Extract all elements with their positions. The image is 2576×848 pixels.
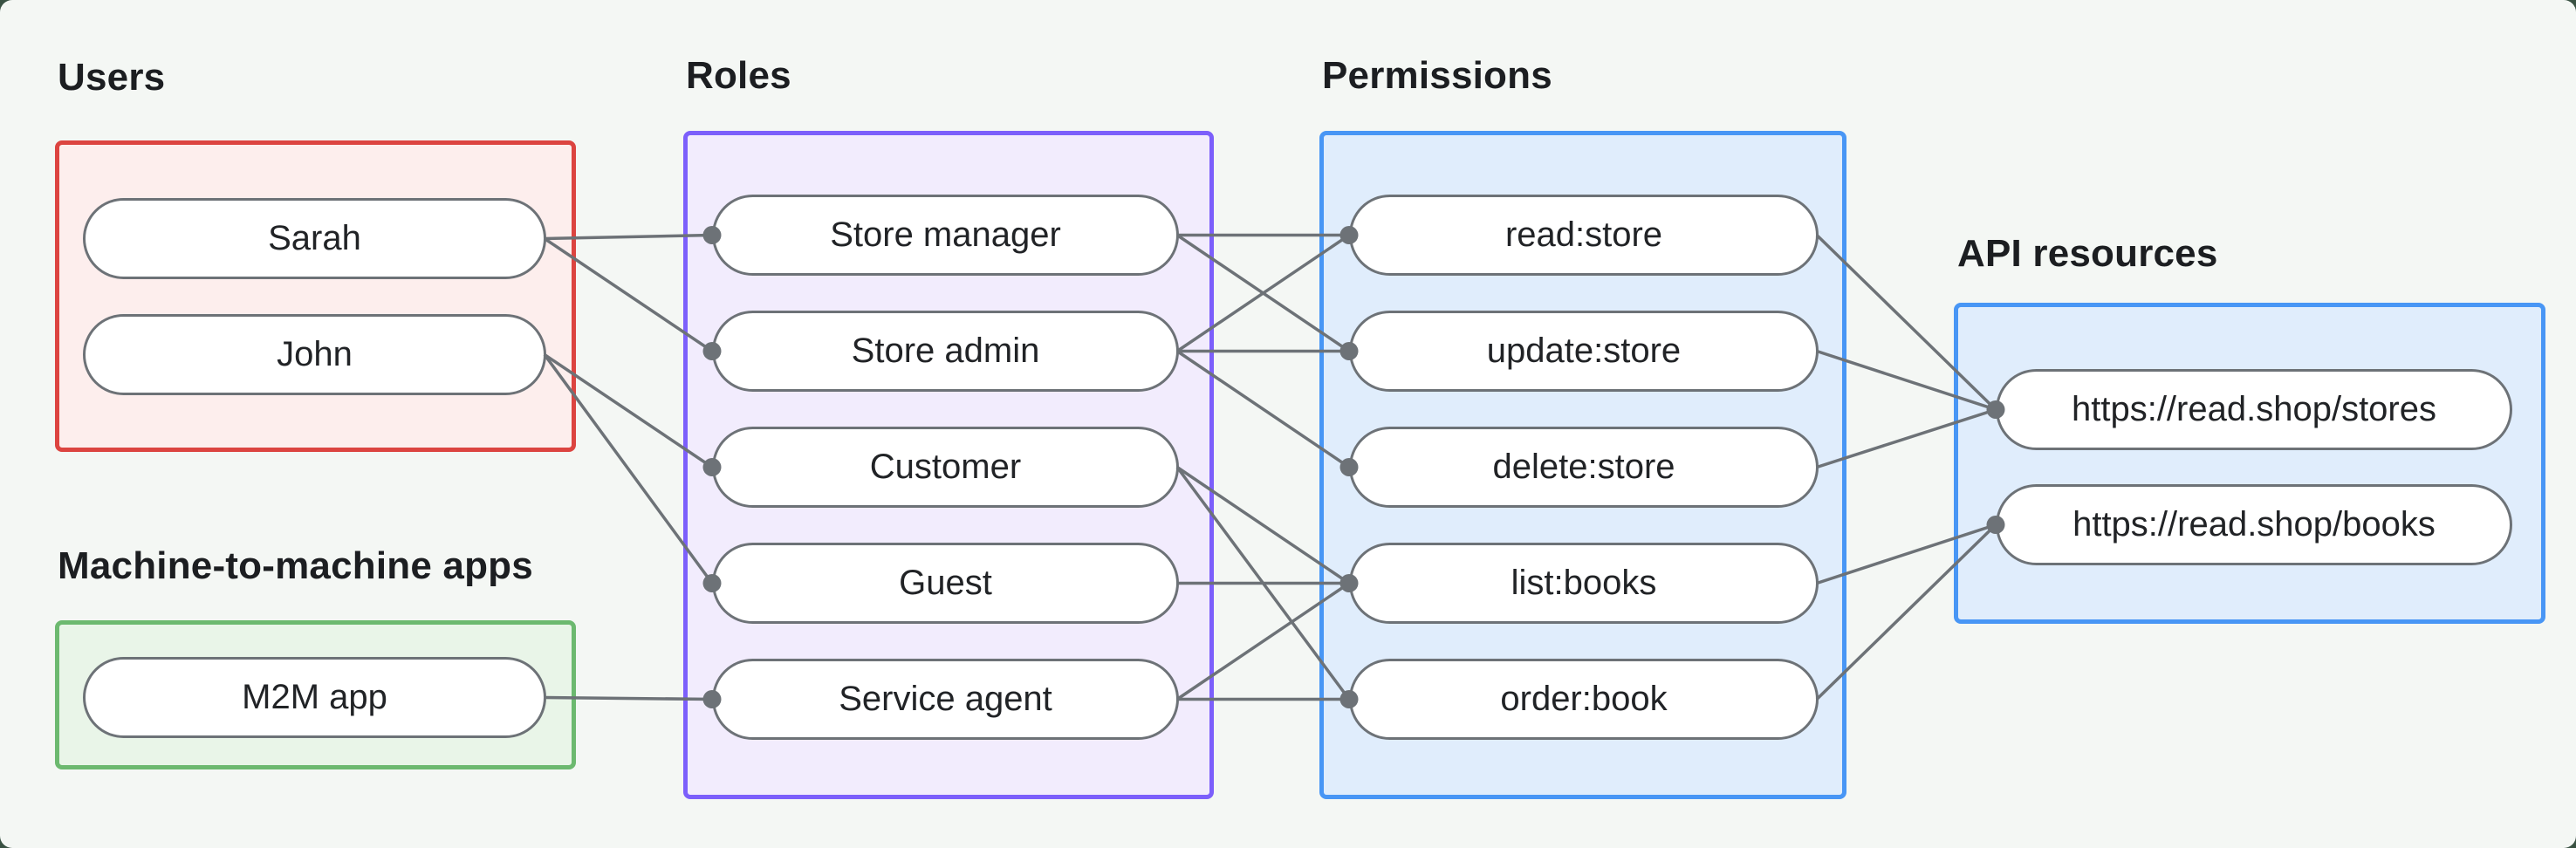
users-group-title: Users (58, 56, 166, 99)
node-john: John (83, 314, 546, 395)
node-sarah: Sarah (83, 198, 546, 279)
users-group-box (55, 140, 576, 452)
node-delete-store: delete:store (1349, 427, 1819, 508)
roles-group-title: Roles (686, 54, 791, 97)
node-order-book: order:book (1349, 659, 1819, 740)
node-list-books: list:books (1349, 543, 1819, 624)
permissions-group-title: Permissions (1322, 54, 1552, 97)
node-store-manager: Store manager (712, 195, 1179, 276)
node-guest: Guest (712, 543, 1179, 624)
node-read-store: read:store (1349, 195, 1819, 276)
node-service-agent: Service agent (712, 659, 1179, 740)
api-group-box (1954, 303, 2545, 624)
node-update-store: update:store (1349, 311, 1819, 392)
node-store-admin: Store admin (712, 311, 1179, 392)
node-stores-api: https://read.shop/stores (1996, 369, 2512, 450)
m2m-group-title: Machine-to-machine apps (58, 544, 533, 587)
node-m2m-app: M2M app (83, 657, 546, 738)
node-books-api: https://read.shop/books (1996, 484, 2512, 565)
api-group-title: API resources (1957, 232, 2218, 275)
node-customer: Customer (712, 427, 1179, 508)
